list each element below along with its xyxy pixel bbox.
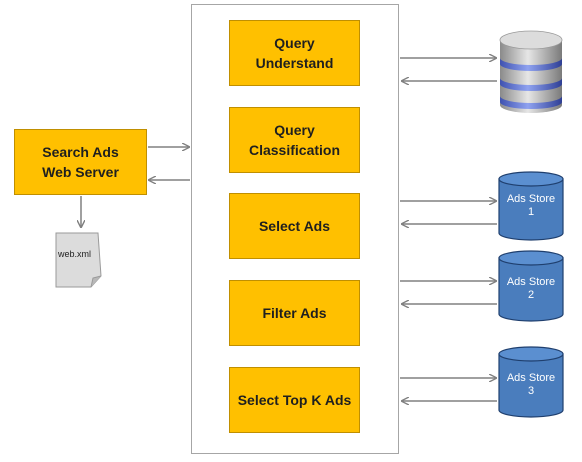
ads-store-3-cylinder [498, 346, 564, 418]
select-ads-stage: Select Ads [229, 193, 360, 259]
ads-store-3-label: Ads Store 3 [506, 372, 556, 397]
config-file-label: web.xml [58, 249, 92, 259]
database-icon [499, 30, 563, 113]
select-top-k-ads-stage: Select Top K Ads [229, 367, 360, 433]
filter-ads-stage: Filter Ads [229, 280, 360, 346]
document-icon [55, 232, 102, 288]
ads-store-2-label: Ads Store 2 [506, 276, 556, 301]
query-understand-stage: Query Understand [229, 20, 360, 86]
query-classification-stage: Query Classification [229, 107, 360, 173]
ads-store-1-label: Ads Store 1 [506, 193, 556, 218]
ads-store-2-cylinder [498, 250, 564, 322]
ads-store-1-cylinder [498, 171, 564, 241]
search-ads-web-server: Search Ads Web Server [14, 129, 147, 195]
